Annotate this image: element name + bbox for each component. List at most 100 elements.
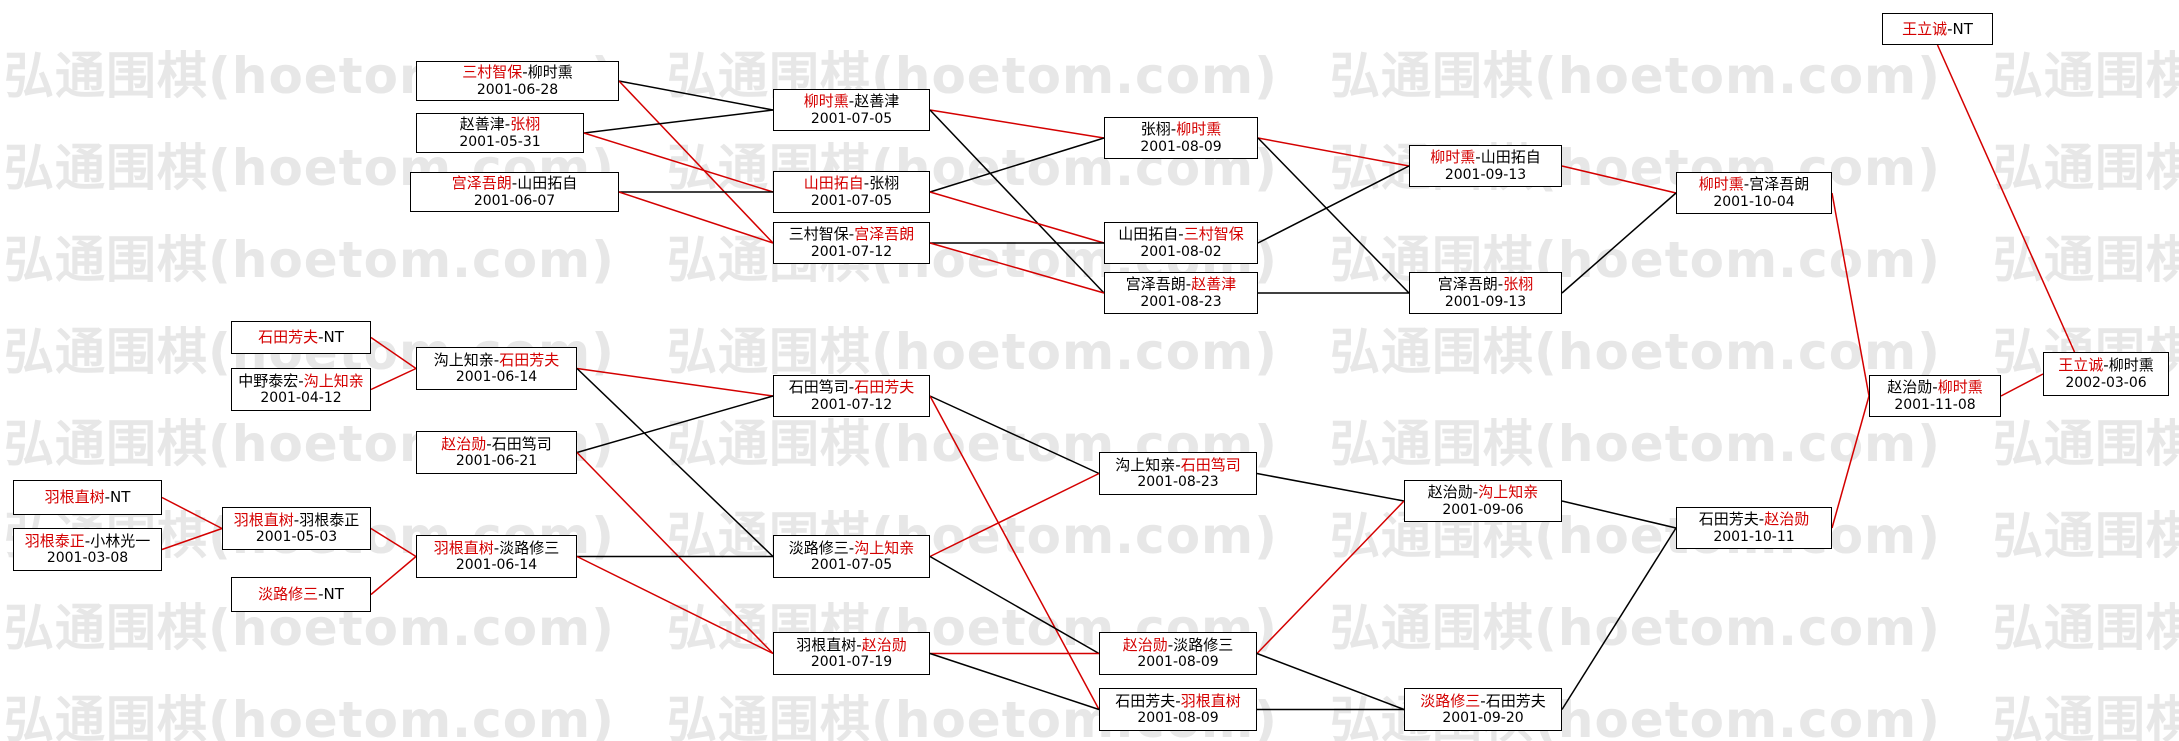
match-F1[interactable]: 王立诚-NT — [1882, 13, 1993, 45]
link-G3-H1-winner-path — [576, 367, 774, 397]
player-name-winner: 羽根直树 — [433, 538, 494, 557]
link-B1-C1-winner-path — [929, 109, 1105, 139]
link-H3-H4-loser-path — [1561, 500, 1677, 529]
player-name-loser: 宫泽吾朗 — [1125, 275, 1186, 294]
player-name-loser: NT — [110, 488, 131, 507]
watermark-text: 弘通围棋(hoetom.com) — [4, 691, 615, 741]
name-separator: - — [863, 174, 870, 193]
match-I4[interactable]: 淡路修三-NT — [231, 577, 371, 612]
match-date: 2001-07-19 — [810, 654, 893, 671]
match-date: 2001-07-12 — [810, 396, 893, 413]
link-A1-B1-loser-path — [618, 80, 774, 111]
link-I2-I3-winner-path — [161, 527, 223, 551]
match-players: 王立诚-柳时熏 — [2058, 356, 2153, 374]
player-name-loser: 石田芳夫 — [1485, 691, 1546, 710]
link-B3-C3-winner-path — [929, 242, 1105, 294]
name-separator: - — [1167, 635, 1174, 654]
link-D2-E1-loser-path — [1561, 192, 1677, 294]
player-name-winner: 石田笃司 — [1180, 455, 1241, 474]
match-players: 三村智保-柳时熏 — [462, 63, 572, 81]
watermark-text: 弘通围棋(hoetom.com) — [667, 323, 1278, 381]
player-name-winner: 王立诚 — [2058, 356, 2104, 375]
link-H1-H2-loser-path — [929, 395, 1100, 475]
name-separator: - — [104, 488, 111, 507]
watermark-text: 弘通围棋(hoetom.com) — [1330, 323, 1941, 381]
name-separator: - — [848, 92, 855, 111]
link-H1-J4-winner-path — [929, 395, 1100, 710]
match-players: 柳时熏-赵善津 — [804, 92, 899, 110]
match-players: 羽根直树-淡路修三 — [434, 539, 559, 557]
name-separator: - — [1743, 175, 1750, 194]
player-name-loser: 羽根直树 — [796, 635, 857, 654]
link-C1-D1-winner-path — [1257, 137, 1410, 167]
link-H2-H3-loser-path — [1256, 472, 1405, 502]
name-separator: - — [318, 585, 324, 604]
match-date: 2001-09-06 — [1442, 501, 1524, 518]
match-date: 2001-06-14 — [455, 369, 538, 386]
name-separator: - — [856, 635, 862, 654]
name-separator: - — [298, 371, 304, 390]
player-name-loser: NT — [323, 328, 344, 347]
name-separator: - — [1480, 691, 1486, 710]
match-G1[interactable]: 石田芳夫-NT — [231, 321, 371, 354]
link-A3-B3-winner-path — [618, 191, 774, 244]
link-D1-E1-winner-path — [1561, 165, 1677, 194]
watermark-text: 弘通围棋(hoetom.com) — [1330, 599, 1941, 657]
player-name-loser: 赵善津 — [459, 115, 505, 134]
match-players: 宫泽吾朗-赵善津 — [1126, 275, 1236, 293]
player-name-loser: 石田芳夫 — [1115, 691, 1176, 710]
link-I3-I5-winner-path — [370, 527, 417, 558]
player-name-loser: 柳时熏 — [527, 63, 573, 82]
link-E1-F3-winner-path — [1831, 192, 1870, 397]
watermark-text: 弘通围棋(hoetom.com) — [1993, 139, 2179, 197]
match-date: 2001-06-07 — [473, 192, 556, 209]
watermark-text: 弘通围棋(hoetom.com) — [4, 231, 615, 289]
watermark-text: 弘通围棋(hoetom.com) — [1993, 691, 2179, 741]
name-separator: - — [1497, 275, 1504, 294]
match-I1[interactable]: 羽根直树-NT — [13, 480, 162, 515]
player-name-loser: NT — [323, 585, 344, 604]
match-players: 石田芳夫-羽根直树 — [1115, 692, 1240, 710]
match-date: 2001-11-08 — [1894, 396, 1976, 413]
match-date: 2001-04-12 — [260, 390, 342, 407]
name-separator: - — [522, 63, 528, 82]
match-players: 沟上知亲-石田笃司 — [1115, 456, 1240, 474]
player-name-winner: 三村智保 — [462, 63, 523, 82]
match-players: 赵治勋-柳时熏 — [1887, 378, 1982, 396]
player-name-winner: 宫泽吾朗 — [854, 225, 915, 244]
player-name-loser: 沟上知亲 — [1115, 455, 1176, 474]
link-A2-B2-winner-path — [583, 132, 774, 193]
player-name-loser: 中野泰宏 — [238, 371, 299, 390]
match-date: 2001-07-05 — [810, 192, 893, 209]
